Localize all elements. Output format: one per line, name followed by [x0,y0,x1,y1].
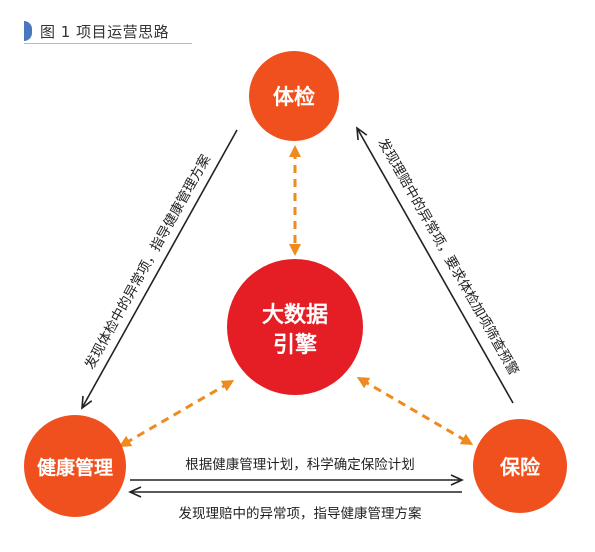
node-insurance: 保险 [473,419,567,513]
figure-header: 图 1 项目运营思路 [24,20,169,42]
node-health-management-label: 健康管理 [37,456,113,479]
dashed-arrow-center-right [356,376,474,446]
arrow-top-to-left [81,129,238,410]
edge-label-left-to-right: 根据健康管理计划，科学确定保险计划 [185,456,415,473]
node-health-management: 健康管理 [24,415,126,517]
dashed-arrow-center-left [118,379,235,448]
edge-label-top-to-left: 发现体检中的异常项，指导健康管理方案 [81,151,214,372]
node-insurance-circle [473,419,567,513]
edge-label-right-to-left: 发现理赔中的异常项，指导健康管理方案 [179,505,422,522]
node-big-data-engine-label-line1: 大数据 [262,302,328,328]
edge-label-right-to-top: 发现理赔中的异常项，要求体检加项筛查预警 [374,136,521,379]
node-big-data-engine: 大数据 引擎 [227,259,363,395]
node-health-management-circle [24,415,126,517]
arrow-right-to-top [356,126,514,404]
node-physical-exam-label: 体检 [273,85,315,109]
figure-title-underline [24,43,192,44]
figure-marker [24,21,32,41]
node-big-data-engine-circle [227,259,363,395]
node-insurance-label: 保险 [499,455,541,479]
node-big-data-engine-label-line2: 引擎 [273,333,317,358]
node-physical-exam: 体检 [249,51,339,141]
figure-title: 图 1 项目运营思路 [40,22,170,41]
node-physical-exam-circle [249,51,339,141]
